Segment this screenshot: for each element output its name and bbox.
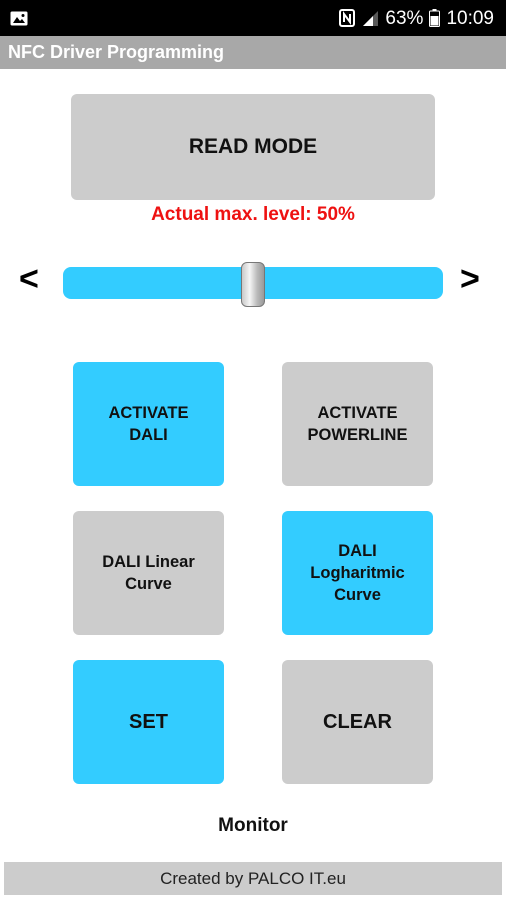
increase-arrow-button[interactable]: > bbox=[460, 260, 480, 298]
level-slider-thumb[interactable] bbox=[241, 262, 265, 307]
clear-button[interactable]: CLEAR bbox=[282, 660, 433, 784]
signal-icon bbox=[361, 9, 379, 27]
dali-linear-curve-button[interactable]: DALI Linear Curve bbox=[73, 511, 224, 635]
dali-logarithmic-curve-label: DALI Logharitmic Curve bbox=[310, 542, 405, 604]
activate-dali-button[interactable]: ACTIVATE DALI bbox=[73, 362, 224, 486]
read-mode-label: READ MODE bbox=[188, 135, 318, 158]
clock: 10:09 bbox=[446, 7, 494, 29]
set-label: SET bbox=[129, 711, 168, 733]
decrease-arrow-button[interactable]: < bbox=[19, 260, 39, 298]
actual-level-text: Actual max. level: 50% bbox=[151, 204, 355, 225]
activate-dali-label: ACTIVATE DALI bbox=[108, 404, 189, 444]
app-title-bar: NFC Driver Programming bbox=[0, 36, 506, 69]
battery-percent: 63% bbox=[385, 7, 424, 29]
footer-credit: Created by PALCO IT.eu bbox=[160, 868, 346, 888]
status-bar: 63% 10:09 bbox=[0, 0, 506, 36]
dali-linear-curve-label: DALI Linear Curve bbox=[102, 553, 195, 593]
app-title: NFC Driver Programming bbox=[8, 42, 225, 62]
dali-logarithmic-curve-button[interactable]: DALI Logharitmic Curve bbox=[282, 511, 433, 635]
activate-powerline-label: ACTIVATE POWERLINE bbox=[307, 404, 408, 444]
clear-label: CLEAR bbox=[323, 711, 392, 733]
set-button[interactable]: SET bbox=[73, 660, 224, 784]
activate-powerline-button[interactable]: ACTIVATE POWERLINE bbox=[282, 362, 433, 486]
image-icon bbox=[10, 11, 28, 26]
footer-credit-bar: Created by PALCO IT.eu bbox=[4, 862, 502, 895]
monitor-label: Monitor bbox=[218, 815, 288, 836]
read-mode-button[interactable]: READ MODE bbox=[71, 94, 435, 200]
nfc-icon bbox=[339, 9, 356, 27]
battery-icon bbox=[429, 9, 441, 27]
